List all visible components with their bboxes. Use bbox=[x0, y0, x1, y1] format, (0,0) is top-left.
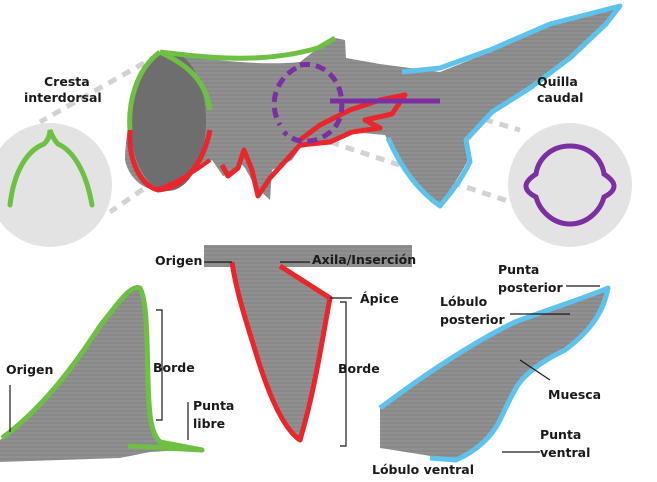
label-punta-posterior-2: posterior bbox=[498, 280, 563, 295]
label-apice: Ápice bbox=[360, 291, 399, 306]
inset-interdorsal-ridge bbox=[0, 123, 112, 247]
label-punta-posterior-1: Punta bbox=[498, 262, 539, 277]
label-origen-pectoral: Origen bbox=[155, 253, 202, 268]
label-libre: libre bbox=[193, 416, 225, 431]
label-punta: Punta bbox=[193, 398, 234, 413]
label-lobulo-posterior-1: Lóbulo bbox=[440, 294, 488, 309]
label-borde-pectoral: Borde bbox=[338, 361, 380, 376]
label-lobulo-ventral: Lóbulo ventral bbox=[372, 462, 474, 477]
label-punta-ventral-2: ventral bbox=[540, 445, 590, 460]
inset-caudal-keel bbox=[508, 123, 632, 247]
label-axila-insercion: Axila/Inserción bbox=[312, 252, 416, 267]
label-caudal: caudal bbox=[537, 90, 583, 105]
label-quilla: Quilla bbox=[537, 74, 578, 89]
label-origen-dorsal: Origen bbox=[6, 362, 53, 377]
label-borde-dorsal: Borde bbox=[153, 360, 195, 375]
label-interdorsal: interdorsal bbox=[24, 90, 102, 105]
label-cresta: Cresta bbox=[44, 74, 90, 89]
label-lobulo-posterior-2: posterior bbox=[440, 312, 505, 327]
label-muesca: Muesca bbox=[548, 387, 601, 402]
label-punta-ventral-1: Punta bbox=[540, 427, 581, 442]
